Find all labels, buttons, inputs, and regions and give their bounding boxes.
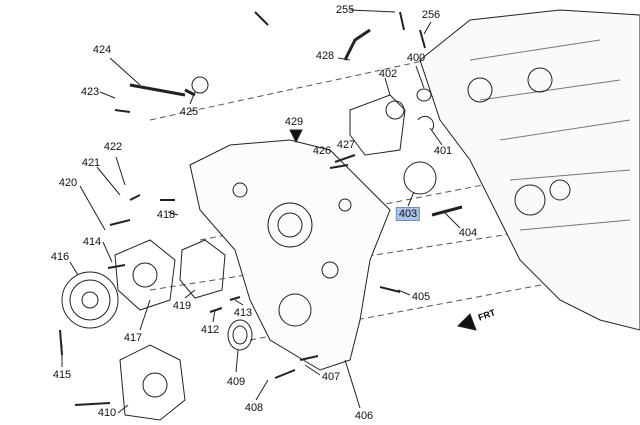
engine-block (419, 9, 640, 331)
front-cover (189, 139, 391, 371)
callout-417[interactable]: 417 (123, 332, 143, 344)
callout-412[interactable]: 412 (200, 324, 220, 336)
callout-426[interactable]: 426 (312, 145, 332, 157)
callout-422[interactable]: 422 (103, 141, 123, 153)
callout-404[interactable]: 404 (458, 227, 478, 239)
callout-410[interactable]: 410 (97, 407, 117, 419)
callout-423[interactable]: 423 (80, 86, 100, 98)
callout-400[interactable]: 400 (406, 52, 426, 64)
callout-255[interactable]: 255 (335, 4, 355, 16)
callout-419[interactable]: 419 (172, 300, 192, 312)
water-pump (114, 239, 176, 311)
callout-408[interactable]: 408 (244, 402, 264, 414)
crank-pulley (61, 271, 119, 329)
water-outlet (349, 94, 406, 156)
callout-427[interactable]: 427 (336, 139, 356, 151)
callout-407[interactable]: 407 (321, 371, 341, 383)
callout-256[interactable]: 256 (421, 9, 441, 21)
callout-403-highlighted[interactable]: 403 (395, 207, 421, 221)
callout-429[interactable]: 429 (284, 116, 304, 128)
callout-428[interactable]: 428 (315, 50, 335, 62)
frt-arrow-icon (457, 313, 477, 331)
callout-402[interactable]: 402 (378, 68, 398, 80)
callout-420[interactable]: 420 (58, 177, 78, 189)
front-seal (227, 319, 253, 351)
callout-405[interactable]: 405 (411, 291, 431, 303)
callout-413[interactable]: 413 (233, 307, 253, 319)
arrow-429 (289, 129, 303, 144)
callout-421[interactable]: 421 (81, 157, 101, 169)
callout-424[interactable]: 424 (92, 44, 112, 56)
leader-lines (61, 9, 461, 414)
callout-425[interactable]: 425 (179, 106, 199, 118)
callout-416[interactable]: 416 (50, 251, 70, 263)
callout-409[interactable]: 409 (226, 376, 246, 388)
callout-415[interactable]: 415 (52, 369, 72, 381)
belt-tensioner (119, 344, 186, 421)
callout-418[interactable]: 418 (156, 209, 176, 221)
callout-406[interactable]: 406 (354, 410, 374, 422)
pump-gasket (179, 239, 226, 299)
callout-401[interactable]: 401 (433, 145, 453, 157)
callout-414[interactable]: 414 (82, 236, 102, 248)
